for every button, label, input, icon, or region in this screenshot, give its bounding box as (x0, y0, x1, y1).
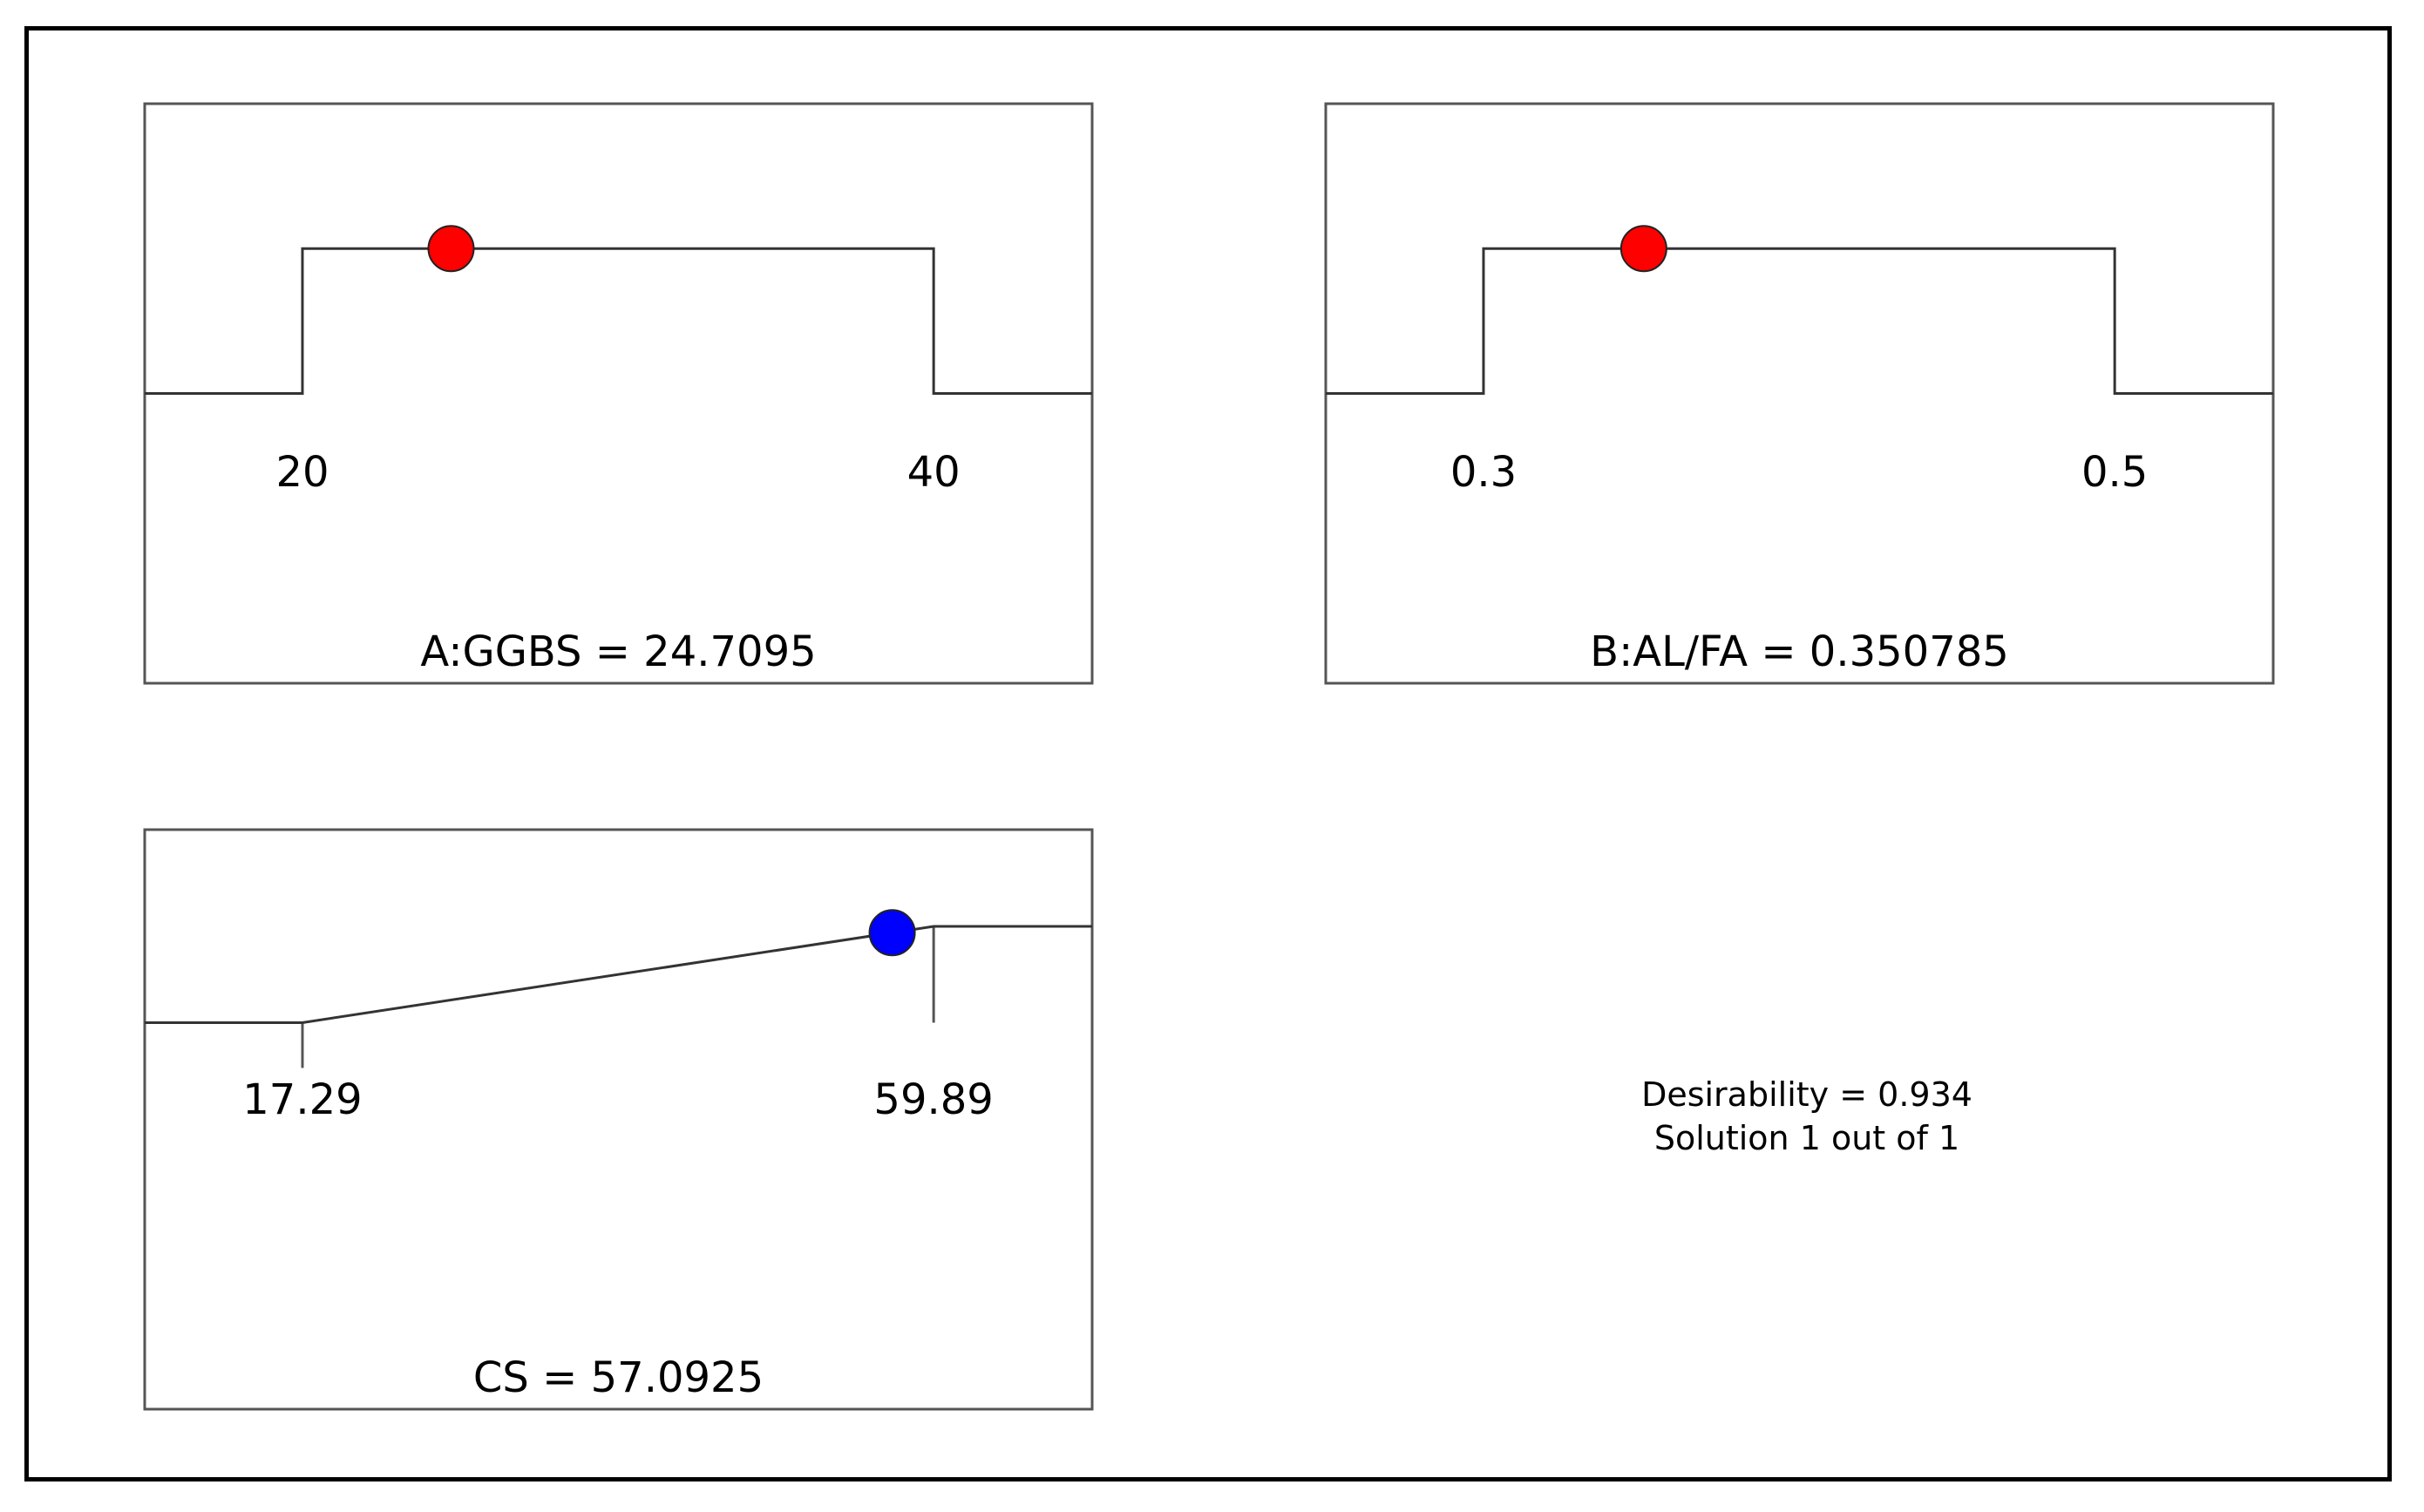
desirability-text: Desirability = 0.934 (1641, 1075, 1972, 1114)
tick-label-low-cs: 17.29 (242, 1075, 362, 1124)
panel-label-cs: CS = 57.0925 (473, 1353, 764, 1402)
desirability-line-cs (145, 925, 1092, 1024)
panel-cs: 17.29 59.89 CS = 57.0925 (143, 828, 1094, 1411)
panel-box-cs (143, 828, 1094, 1411)
panel-a-ggbs: 20 40A:GGBS = 24.7095 (143, 102, 1094, 685)
tick-label-high-a-ggbs: 40 (907, 448, 961, 497)
value-marker-cs (868, 909, 916, 957)
tick-label-low-b-al-fa: 0.3 (1450, 448, 1517, 497)
panel-label-a-ggbs: A:GGBS = 24.7095 (420, 627, 816, 676)
tick-label-high-b-al-fa: 0.5 (2081, 448, 2148, 497)
desirability-line-a-ggbs (145, 247, 1092, 395)
panel-label-b-al-fa: B:AL/FA = 0.350785 (1590, 627, 2009, 676)
tick-label-low-a-ggbs: 20 (275, 448, 329, 497)
panel-b-al-fa: 0.3 0.5B:AL/FA = 0.350785 (1324, 102, 2275, 685)
desirability-plot: 20 40A:GGBS = 24.7095 0.3 0.5B:AL/FA = 0.35… (143, 102, 2275, 1411)
solution-text: Solution 1 out of 1 (1654, 1119, 1959, 1157)
tick-label-high-cs: 59.89 (873, 1075, 993, 1124)
value-marker-b-al-fa (1619, 225, 1667, 273)
value-marker-a-ggbs (427, 225, 475, 273)
desirability-line-b-al-fa (1326, 247, 2273, 395)
